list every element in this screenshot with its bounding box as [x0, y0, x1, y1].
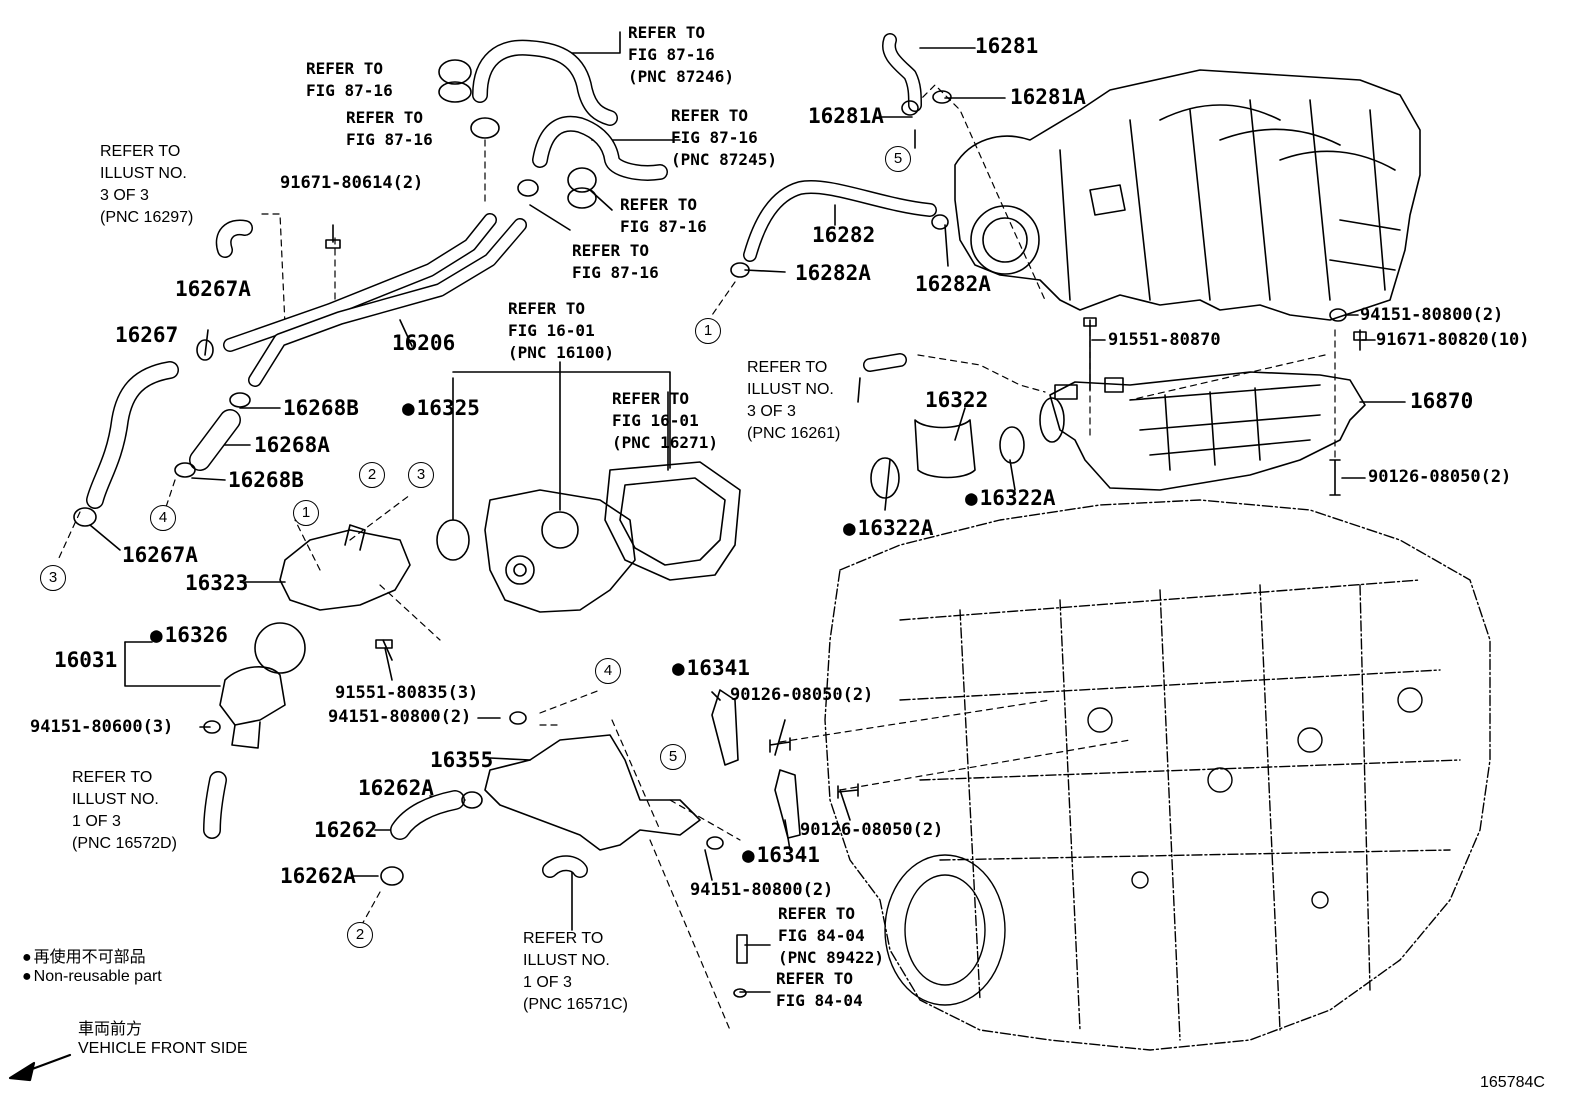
stud-90126-08050-top: 90126-08050(2) — [730, 685, 874, 705]
part-16282: 16282 — [812, 223, 876, 247]
connection-marker-2-bottom: 2 — [347, 922, 373, 948]
ref-fig-84-04-pnc-89422: REFER TO FIG 84-04 (PNC 89422) — [778, 904, 884, 967]
connection-marker-4-bottom: 4 — [595, 658, 621, 684]
part-16281A-left: 16281A — [808, 104, 884, 128]
stud-90126-08050-right: 90126-08050(2) — [1368, 467, 1512, 487]
part-16281A: 16281A — [1010, 85, 1086, 109]
part-16282A-left: 16282A — [795, 261, 871, 285]
part-16326: 16326 — [150, 625, 228, 646]
part-16262: 16262 — [314, 818, 378, 842]
front-arrow — [8, 1053, 72, 1082]
ref-fig-87-16-a: REFER TO FIG 87-16 — [306, 59, 393, 100]
part-16262A-bottom: 16262A — [280, 864, 356, 888]
intake-manifold — [954, 69, 1421, 321]
connection-marker-1-right: 1 — [695, 318, 721, 344]
legend-front-en: VEHICLE FRONT SIDE — [78, 1040, 248, 1057]
part-16262A-top: 16262A — [358, 776, 434, 800]
connection-marker-2: 2 — [359, 462, 385, 488]
nut-94151-80800-bottom: 94151-80800(2) — [690, 880, 834, 900]
ref-fig-87-16-c: REFER TO FIG 87-16 — [620, 195, 707, 236]
part-16268B-bottom: 16268B — [228, 468, 304, 492]
part-16341-bottom: 16341 — [742, 845, 820, 866]
part-16267: 16267 — [115, 323, 179, 347]
part-16341-top: 16341 — [672, 658, 750, 679]
pump-components — [219, 419, 1025, 998]
part-16282A-right: 16282A — [915, 272, 991, 296]
ref-fig-87-16-pnc-87246: REFER TO FIG 87-16 (PNC 87246) — [628, 23, 734, 86]
bolt-91671-80820: 91671-80820(10) — [1376, 330, 1530, 350]
legend-non-reusable-en: Non-reusable part — [22, 968, 162, 986]
part-16268A: 16268A — [254, 433, 330, 457]
part-16267A-top: 16267A — [175, 277, 251, 301]
ref-fig-87-16-pnc-87245: REFER TO FIG 87-16 (PNC 87245) — [671, 106, 777, 169]
part-16355: 16355 — [430, 748, 494, 772]
part-16268B-top: 16268B — [283, 396, 359, 420]
ref-illust-pnc-16571C: REFER TO ILLUST NO. 1 OF 3 (PNC 16571C) — [523, 930, 628, 1013]
ref-illust-pnc-16297: REFER TO ILLUST NO. 3 OF 3 (PNC 16297) — [100, 143, 194, 226]
legend-non-reusable-jp: 再使用不可部品 — [22, 943, 146, 967]
nut-94151-80800-top: 94151-80800(2) — [1360, 305, 1504, 325]
ref-fig-16-01-pnc-16271: REFER TO FIG 16-01 (PNC 16271) — [612, 389, 718, 452]
bolt-91551-80870: 91551-80870 — [1108, 330, 1221, 350]
engine-block — [824, 499, 1491, 1051]
part-16323: 16323 — [185, 571, 249, 595]
part-16206: 16206 — [392, 331, 456, 355]
stud-90126-08050-bottom: 90126-08050(2) — [800, 820, 944, 840]
part-16325: 16325 — [402, 398, 480, 419]
part-16031: 16031 — [54, 648, 118, 672]
clamps-bolts — [73, 59, 1367, 886]
ref-fig-87-16-b: REFER TO FIG 87-16 — [346, 108, 433, 149]
part-16281: 16281 — [975, 34, 1039, 58]
ref-illust-pnc-16572D: REFER TO ILLUST NO. 1 OF 3 (PNC 16572D) — [72, 769, 177, 852]
connection-marker-5: 5 — [660, 744, 686, 770]
part-16870: 16870 — [1410, 389, 1474, 413]
engine-block-details — [884, 687, 1423, 1006]
part-16267A-bottom: 16267A — [122, 543, 198, 567]
nut-94151-80800-mid: 94151-80800(2) — [328, 707, 472, 727]
part-16322A-right: 16322A — [965, 488, 1056, 509]
ref-illust-pnc-16261: REFER TO ILLUST NO. 3 OF 3 (PNC 16261) — [747, 359, 841, 442]
diagram-code: 165784C — [1480, 1074, 1545, 1091]
ref-fig-87-16-d: REFER TO FIG 87-16 — [572, 241, 659, 282]
ref-fig-84-04: REFER TO FIG 84-04 — [776, 969, 863, 1010]
connection-marker-5-top: 5 — [885, 146, 911, 172]
coolant-pipe-housing — [1039, 371, 1366, 491]
connection-marker-4: 4 — [150, 505, 176, 531]
part-16322: 16322 — [925, 388, 989, 412]
hoses — [86, 33, 937, 878]
legend-front-jp: 車両前方 — [78, 1021, 143, 1038]
ref-fig-16-01-pnc-16100: REFER TO FIG 16-01 (PNC 16100) — [508, 299, 614, 362]
bolt-91551-80835: 91551-80835(3) — [335, 683, 479, 703]
connection-marker-1: 1 — [293, 500, 319, 526]
connection-marker-3: 3 — [408, 462, 434, 488]
connection-marker-3-left: 3 — [40, 565, 66, 591]
part-16322A-left: 16322A — [843, 518, 934, 539]
nut-94151-80600: 94151-80600(3) — [30, 717, 174, 737]
bolt-91671-80614: 91671-80614(2) — [280, 173, 424, 193]
